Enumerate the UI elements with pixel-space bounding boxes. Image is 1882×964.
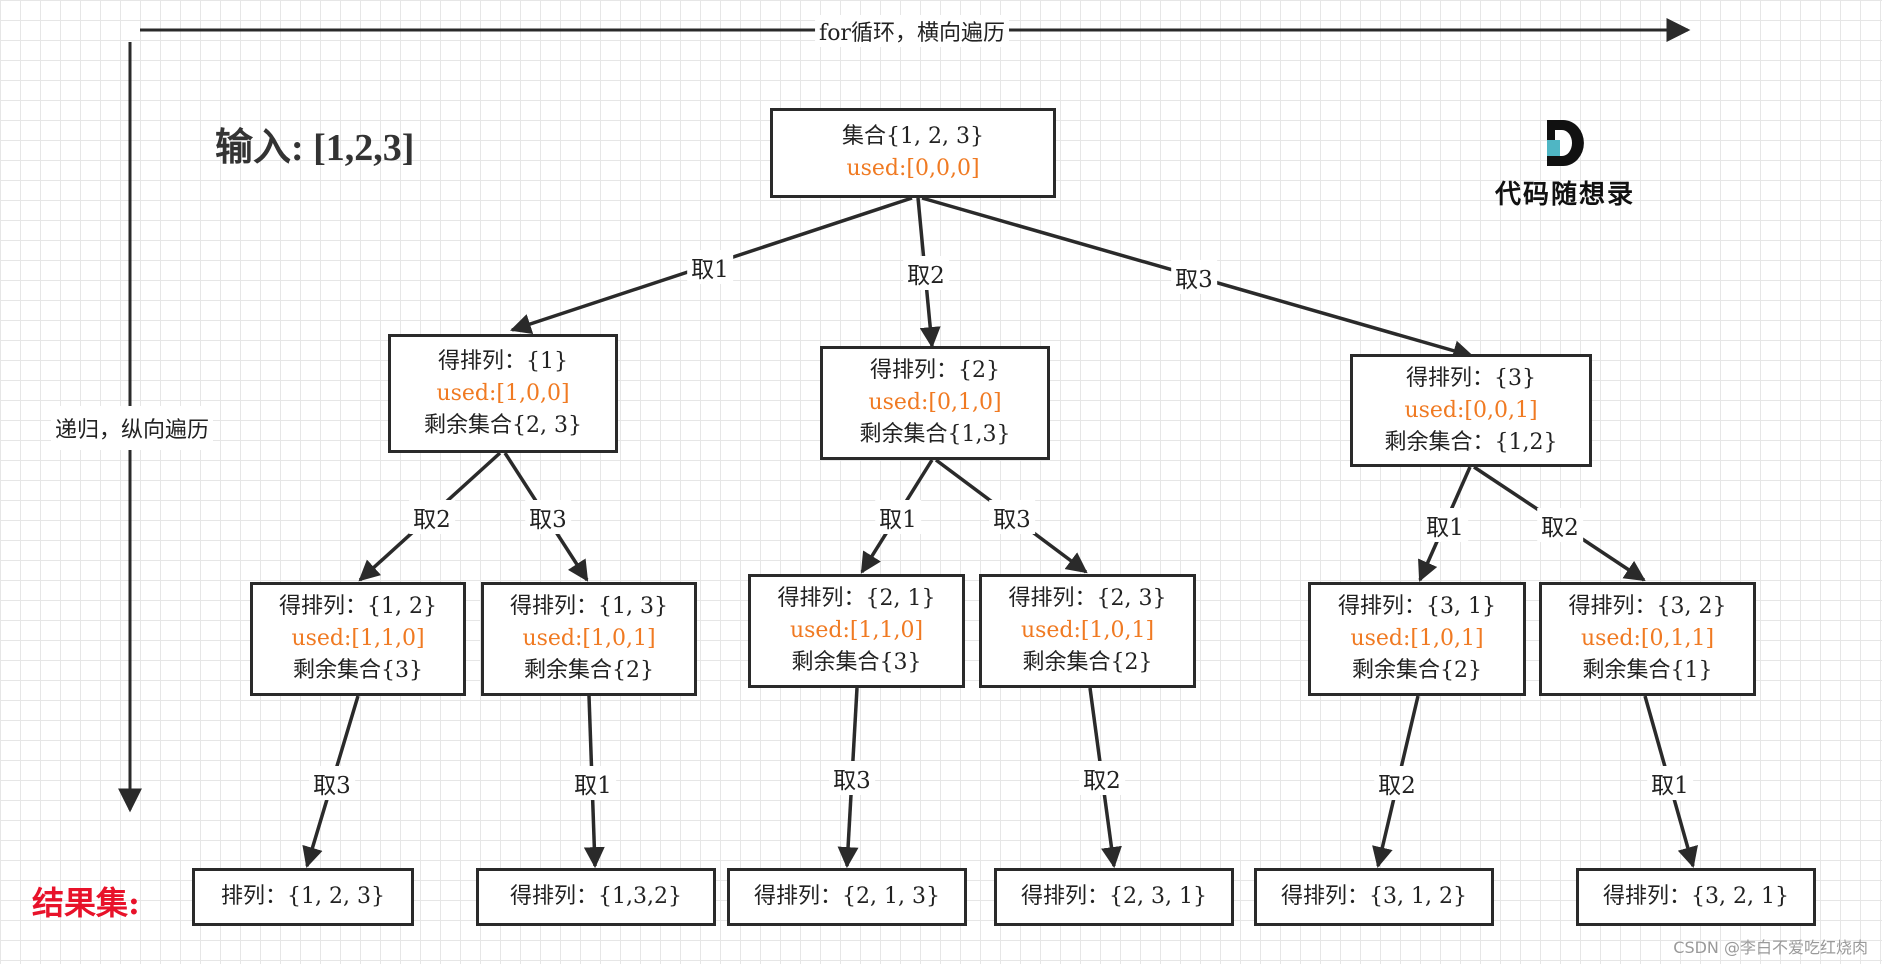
- result-node-1: 排列：{1, 2, 3}: [192, 868, 414, 926]
- edge-label: 取2: [1537, 508, 1583, 542]
- tree-node-l2-2: 得排列：{1, 3} used:[1,0,1] 剩余集合{2}: [481, 582, 697, 696]
- tree-node-l2-1: 得排列：{1, 2} used:[1,1,0] 剩余集合{3}: [250, 582, 466, 696]
- result-node-2: 得排列：{1,3,2}: [476, 868, 716, 926]
- edge-label: 取1: [570, 766, 616, 800]
- result-text: 得排列：{3, 1, 2}: [1281, 884, 1467, 909]
- edge-label: 取3: [309, 766, 355, 800]
- node-perm-text: 得排列：{3, 2}: [1568, 594, 1727, 619]
- node-remaining-text: 剩余集合{2}: [1022, 650, 1153, 675]
- node-used-text: used:[0,1,0]: [868, 390, 1002, 415]
- node-perm-text: 得排列：{2}: [870, 358, 1000, 383]
- node-used-text: used:[0,1,1]: [1580, 626, 1715, 651]
- result-node-3: 得排列：{2, 1, 3}: [727, 868, 967, 926]
- node-remaining-text: 剩余集合{2}: [1352, 658, 1482, 683]
- node-remaining-text: 剩余集合{1,3}: [859, 422, 1011, 447]
- node-set-text: 集合{1, 2, 3}: [842, 124, 984, 149]
- node-perm-text: 得排列：{1, 3}: [510, 594, 668, 619]
- tree-node-l1-3: 得排列：{3} used:[0,0,1] 剩余集合：{1,2}: [1350, 354, 1592, 467]
- node-remaining-text: 剩余集合{1}: [1582, 658, 1713, 683]
- node-used-text: used:[0,0,1]: [1404, 397, 1538, 423]
- tree-node-l1-2: 得排列：{2} used:[0,1,0] 剩余集合{1,3}: [820, 346, 1050, 460]
- logo: 代码随想录: [1480, 118, 1650, 211]
- result-text: 得排列：{3, 2, 1}: [1603, 884, 1789, 909]
- edge-label: 取2: [409, 500, 455, 534]
- result-node-6: 得排列：{3, 2, 1}: [1576, 868, 1816, 926]
- tree-node-l2-4: 得排列：{2, 3} used:[1,0,1] 剩余集合{2}: [979, 574, 1196, 688]
- node-used-text: used:[1,0,1]: [522, 626, 656, 651]
- edge-label: 取1: [687, 250, 733, 284]
- edge-label: 取1: [1647, 766, 1693, 800]
- edge-label: 取3: [525, 500, 571, 534]
- logo-text: 代码随想录: [1494, 180, 1635, 210]
- edge-label: 取3: [829, 761, 875, 795]
- results-label: 结果集:: [32, 884, 140, 922]
- edge-label: 取1: [1422, 508, 1468, 542]
- edge-label: 取2: [903, 256, 949, 290]
- node-perm-text: 得排列：{1, 2}: [279, 594, 437, 619]
- result-text: 排列：{1, 2, 3}: [221, 884, 385, 909]
- edge-label: 取3: [989, 500, 1035, 534]
- node-perm-text: 得排列：{2, 3}: [1008, 586, 1167, 611]
- node-used-text: used:[0,0,0]: [846, 156, 980, 181]
- node-used-text: used:[1,1,0]: [789, 618, 924, 643]
- input-title: 输入: [1,2,3]: [215, 127, 415, 169]
- edge-label: 取1: [875, 500, 921, 534]
- result-text: 得排列：{1,3,2}: [510, 884, 682, 909]
- node-remaining-text: 剩余集合{3}: [293, 658, 423, 683]
- horizontal-axis-label: for循环，横向遍历: [815, 15, 1009, 47]
- tree-node-l1-1: 得排列：{1} used:[1,0,0] 剩余集合{2, 3}: [388, 334, 618, 453]
- node-used-text: used:[1,0,0]: [436, 380, 570, 406]
- node-used-text: used:[1,1,0]: [291, 626, 425, 651]
- node-remaining-text: 剩余集合{2, 3}: [424, 412, 582, 438]
- tree-node-root: 集合{1, 2, 3} used:[0,0,0]: [770, 108, 1056, 198]
- result-node-5: 得排列：{3, 1, 2}: [1254, 868, 1494, 926]
- vertical-axis-label: 递归，纵向遍历: [50, 406, 214, 450]
- result-text: 得排列：{2, 3, 1}: [1021, 884, 1207, 909]
- edge-label: 取2: [1079, 761, 1125, 795]
- tree-node-l2-3: 得排列：{2, 1} used:[1,1,0] 剩余集合{3}: [748, 574, 965, 688]
- edge-label: 取3: [1171, 260, 1217, 294]
- node-perm-text: 得排列：{3}: [1406, 365, 1536, 391]
- node-remaining-text: 剩余集合{2}: [524, 658, 654, 683]
- watermark: CSDN @李白不爱吃红烧肉: [1673, 938, 1868, 957]
- tree-node-l2-5: 得排列：{3, 1} used:[1,0,1] 剩余集合{2}: [1308, 582, 1526, 696]
- node-perm-text: 得排列：{1}: [438, 348, 568, 374]
- node-perm-text: 得排列：{2, 1}: [777, 586, 936, 611]
- node-perm-text: 得排列：{3, 1}: [1338, 594, 1496, 619]
- node-remaining-text: 剩余集合：{1,2}: [1384, 429, 1558, 455]
- edge-label: 取2: [1374, 766, 1420, 800]
- result-node-4: 得排列：{2, 3, 1}: [994, 868, 1234, 926]
- logo-d-icon: [1547, 120, 1584, 166]
- node-used-text: used:[1,0,1]: [1020, 618, 1155, 643]
- result-text: 得排列：{2, 1, 3}: [754, 884, 940, 909]
- tree-node-l2-6: 得排列：{3, 2} used:[0,1,1] 剩余集合{1}: [1539, 582, 1756, 696]
- node-used-text: used:[1,0,1]: [1350, 626, 1484, 651]
- node-remaining-text: 剩余集合{3}: [791, 650, 922, 675]
